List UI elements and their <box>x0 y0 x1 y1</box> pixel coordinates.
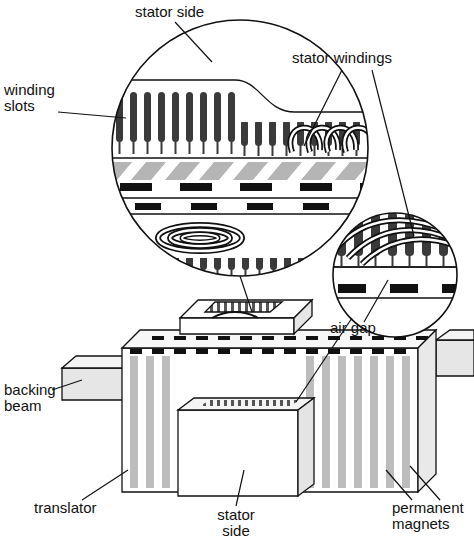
magnified-air-gap <box>325 284 465 293</box>
magnified-air-gap <box>325 297 465 298</box>
top-stator <box>180 300 312 318</box>
backing-beam <box>62 368 130 400</box>
magnified-air-gap <box>325 266 465 267</box>
part-label: stator windings <box>292 50 422 66</box>
leader-line <box>175 22 212 62</box>
magnified-view <box>100 203 380 210</box>
leader-line <box>364 280 388 322</box>
front-stator <box>200 400 300 406</box>
magnified-view <box>344 128 374 152</box>
leader-line <box>52 22 440 506</box>
front-stator <box>178 410 298 496</box>
part-label: translator <box>34 500 114 516</box>
magnified-view <box>182 234 218 242</box>
magnified-view <box>100 197 380 198</box>
leader-line <box>82 470 128 500</box>
magnified-view <box>170 230 230 246</box>
magnified-view <box>100 80 380 158</box>
magnified-view <box>158 225 242 251</box>
magnified-air-gap <box>335 220 465 264</box>
magnified-view <box>170 230 230 246</box>
translator-body <box>418 330 436 492</box>
top-stator <box>180 318 294 334</box>
top-stator <box>205 302 282 312</box>
permanent-magnet-stripes <box>130 349 416 354</box>
part-label: backing beam <box>4 382 64 414</box>
magnified-view <box>158 225 242 251</box>
magnified-view <box>100 162 380 180</box>
permanent-magnet-stripes <box>130 356 176 488</box>
backing-beam <box>436 330 474 340</box>
front-stator <box>178 398 314 496</box>
top-stator <box>212 312 258 318</box>
top-stator <box>294 300 312 334</box>
leader-line <box>372 70 414 236</box>
magnified-view <box>158 225 242 251</box>
magnified-view <box>100 183 380 191</box>
part-label: stator side <box>205 507 267 539</box>
magnified-view <box>290 128 374 152</box>
part-label: winding slots <box>4 82 66 114</box>
top-stator <box>180 300 312 334</box>
leader-line <box>386 470 412 500</box>
leader-line <box>240 276 252 312</box>
magnified-air-gap <box>325 212 465 266</box>
leader-line <box>236 470 244 506</box>
leader-line <box>304 70 342 146</box>
front-stator <box>178 398 314 410</box>
magnified-view <box>100 213 380 214</box>
magnified-view <box>182 234 218 242</box>
backing-beam <box>436 340 474 376</box>
part-label: stator side <box>135 4 235 20</box>
magnified-air-gap <box>325 205 465 337</box>
leader-line <box>52 380 82 390</box>
magnified-air-gap <box>362 239 465 264</box>
magnified-view <box>112 92 237 154</box>
magnified-air-gap <box>362 239 465 264</box>
magnified-view <box>344 128 374 152</box>
permanent-magnet-stripes <box>304 356 414 488</box>
leader-line <box>58 112 126 118</box>
leader-line <box>410 466 440 500</box>
part-label: air gap <box>330 320 392 336</box>
part-label: permanent magnets <box>392 500 472 532</box>
front-stator <box>298 398 314 496</box>
